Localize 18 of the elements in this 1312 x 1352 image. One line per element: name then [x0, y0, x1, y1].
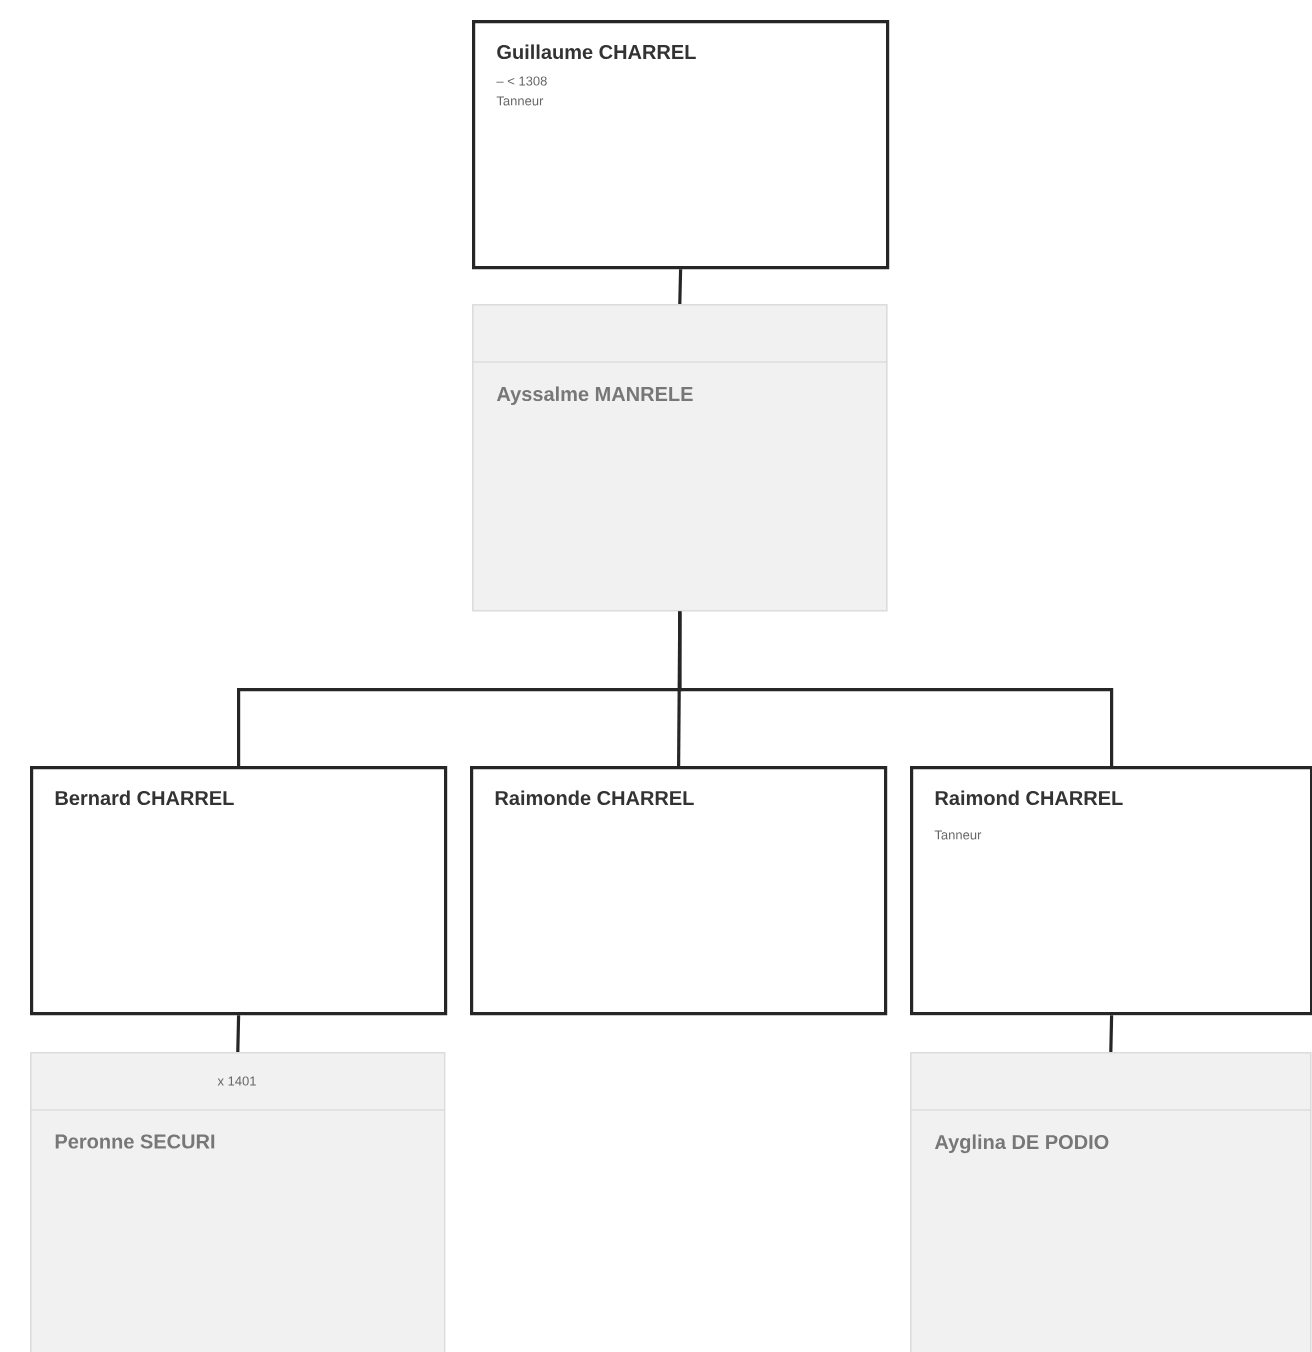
person-box	[910, 766, 1312, 1016]
connector-line	[1109, 1015, 1114, 1053]
person-name: Bernard CHARREL	[55, 790, 234, 806]
person-name: Ayssalme MANRELE	[496, 386, 693, 406]
connector-line	[678, 611, 1114, 766]
person-box	[30, 766, 448, 1016]
spouse-box	[471, 304, 888, 612]
spouse-box	[909, 1052, 1312, 1352]
connector-line	[236, 1015, 241, 1053]
person-name: Peronne SECURI	[55, 1134, 215, 1149]
person-name: Ayglina DE PODIO	[934, 1134, 1109, 1154]
connector-line	[678, 269, 683, 305]
person-name: Raimonde CHARREL	[495, 790, 694, 806]
spouse-box	[29, 1052, 446, 1352]
person-box	[472, 20, 890, 270]
person-name: Guillaume CHARREL	[497, 44, 696, 60]
person-name: Raimond CHARREL	[935, 790, 1123, 806]
person-box	[470, 766, 888, 1016]
